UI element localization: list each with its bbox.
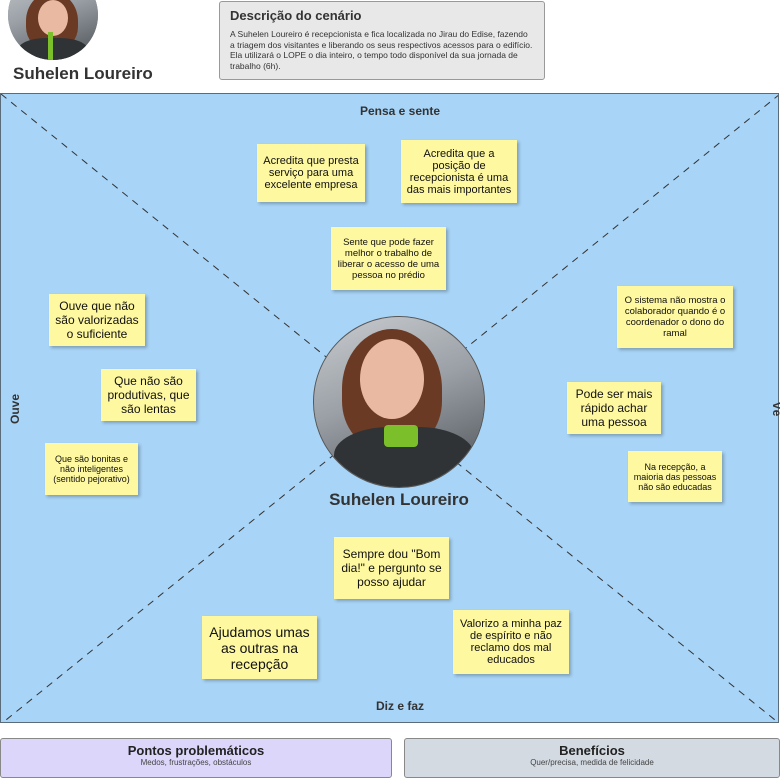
sticky-note-hears-2: Que não são produtivas, que são lentas bbox=[101, 369, 196, 421]
label-thinks-feels: Pensa e sente bbox=[359, 104, 441, 118]
center-persona-name: Suhelen Loureiro bbox=[329, 490, 469, 509]
persona-name: Suhelen Loureiro bbox=[13, 64, 153, 83]
pains-subtitle: Medos, frustrações, obstáculos bbox=[140, 758, 252, 767]
label-hears: Ouve bbox=[8, 394, 22, 425]
pains-panel: Pontos problemáticos Medos, frustrações,… bbox=[0, 738, 392, 778]
pains-title: Pontos problemáticos bbox=[127, 743, 265, 758]
persona-avatar-center bbox=[313, 316, 485, 488]
sticky-note-thinks-3: Sente que pode fazer melhor o trabalho d… bbox=[331, 227, 446, 290]
sticky-note-hears-3: Que são bonitas e não inteligentes (sent… bbox=[45, 443, 138, 495]
scenario-title: Descrição do cenário bbox=[230, 8, 362, 23]
sticky-note-hears-1: Ouve que não são valorizadas o suficient… bbox=[49, 294, 145, 346]
label-sees: Vê bbox=[770, 401, 780, 417]
sticky-note-sees-3: Na recepção, a maioria das pessoas não s… bbox=[628, 451, 722, 502]
persona-avatar-small bbox=[8, 0, 98, 60]
label-says-does: Diz e faz bbox=[375, 699, 424, 713]
sticky-note-sees-2: Pode ser mais rápido achar uma pessoa bbox=[567, 382, 661, 434]
gains-subtitle: Quer/precisa, medida de felicidade bbox=[530, 758, 654, 767]
sticky-note-thinks-1: Acredita que presta serviço para uma exc… bbox=[257, 144, 365, 202]
sticky-note-thinks-2: Acredita que a posição de recepcionista … bbox=[401, 140, 517, 203]
scenario-text: A Suhelen Loureiro é recepcionista e fic… bbox=[230, 29, 533, 71]
sticky-note-sees-1: O sistema não mostra o colaborador quand… bbox=[617, 286, 733, 348]
scenario-box: Descrição do cenário A Suhelen Loureiro … bbox=[219, 1, 545, 80]
sticky-note-says-3: Ajudamos umas as outras na recepção bbox=[202, 616, 317, 679]
sticky-note-says-1: Sempre dou "Bom dia!" e pergunto se poss… bbox=[334, 537, 449, 599]
sticky-note-says-2: Valorizo a minha paz de espírito e não r… bbox=[453, 610, 569, 674]
gains-title: Benefícios bbox=[559, 743, 625, 758]
gains-panel: Benefícios Quer/precisa, medida de felic… bbox=[404, 738, 780, 778]
